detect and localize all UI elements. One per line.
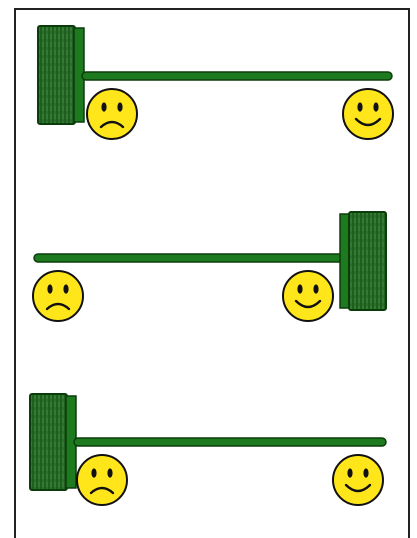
sad-face-icon	[33, 271, 83, 321]
broom-3-handle	[74, 438, 386, 446]
broom-1-handle	[82, 72, 392, 80]
broom-scene	[0, 0, 417, 524]
broom-1-head	[38, 26, 75, 124]
happy-face-icon	[283, 271, 333, 321]
panel-3	[30, 394, 386, 505]
panel-2	[33, 212, 386, 321]
sad-face-icon	[87, 89, 137, 139]
broom-2-head	[349, 212, 386, 310]
panel-1	[38, 26, 393, 139]
sad-face-icon	[77, 455, 127, 505]
happy-face-icon	[343, 89, 393, 139]
happy-face-icon	[333, 455, 383, 505]
broom-2-handle	[34, 254, 344, 262]
broom-3-head	[30, 394, 67, 490]
